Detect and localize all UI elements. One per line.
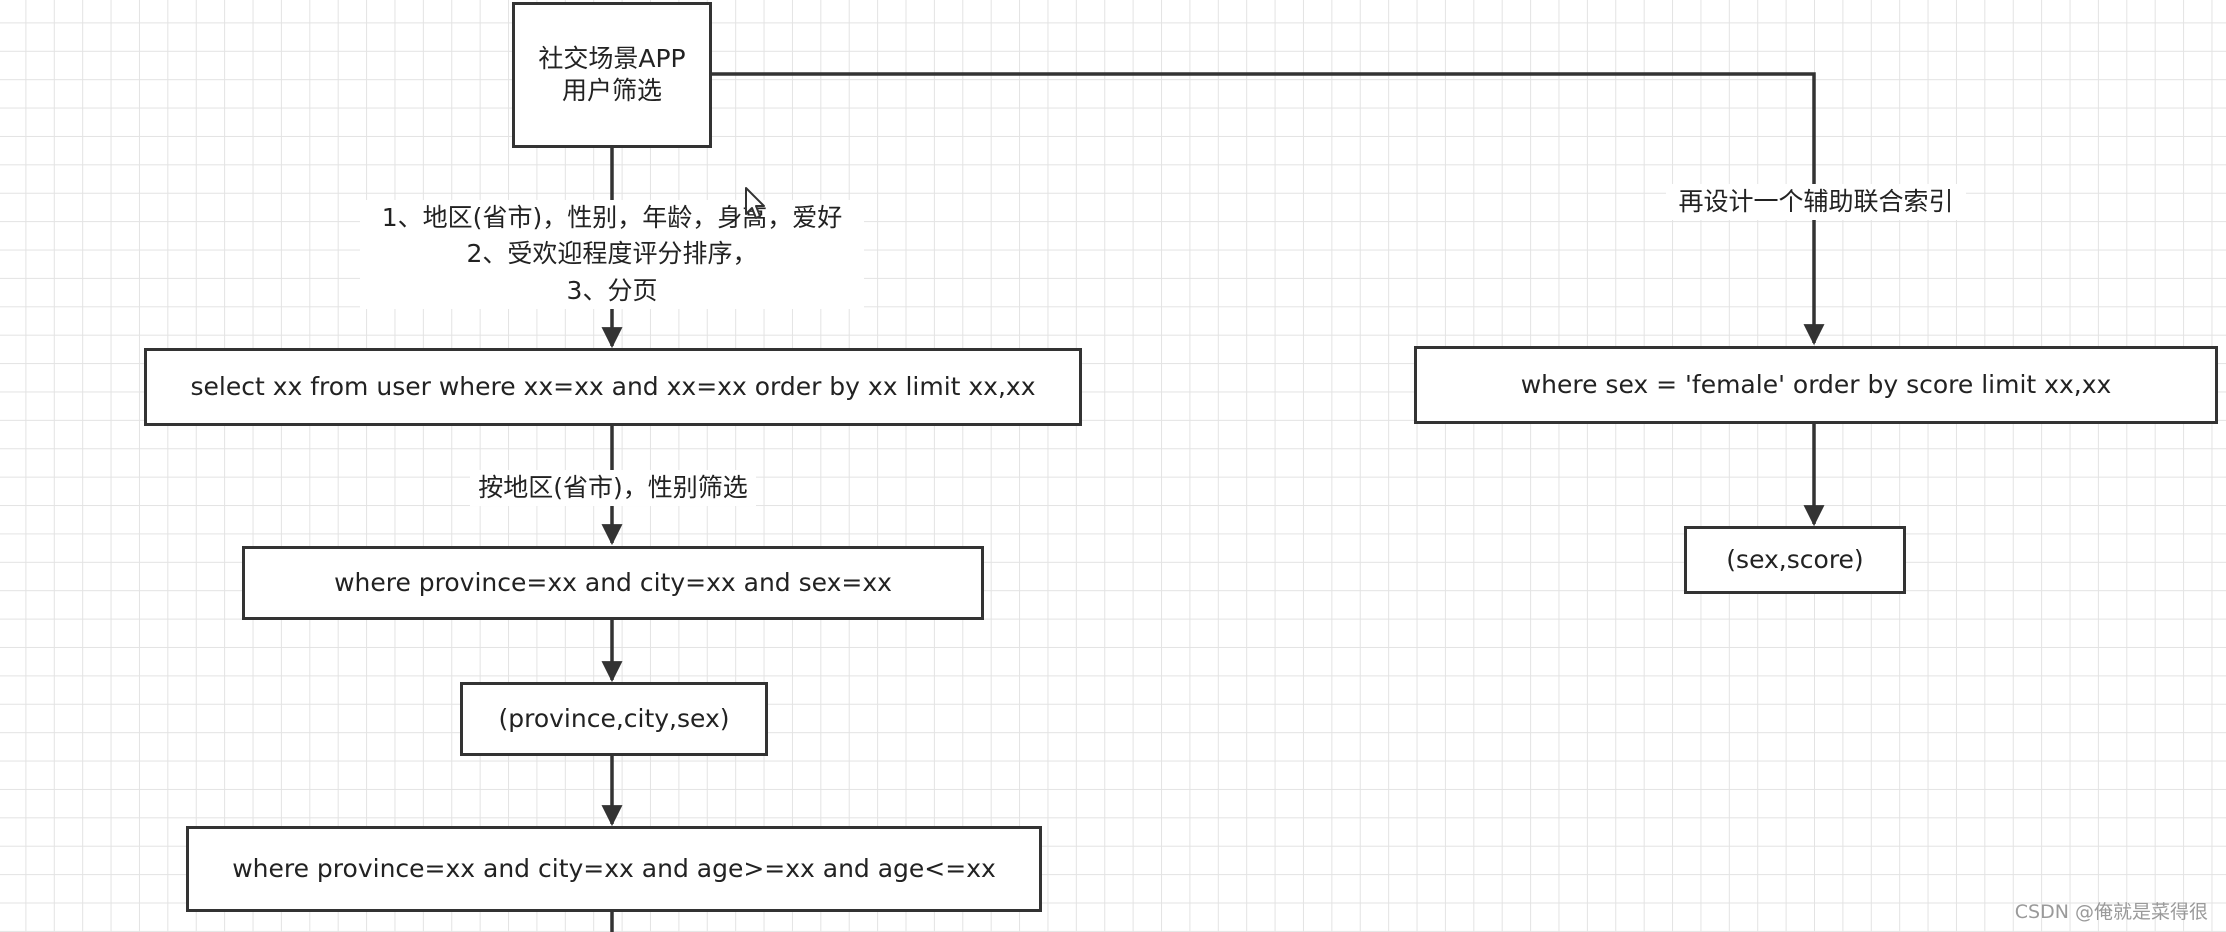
filter-region-sex-text: 按地区(省市)，性别筛选	[478, 473, 748, 502]
requirements-line-2: 2、受欢迎程度评分排序，	[466, 239, 758, 269]
index-score-text: (sex,score)	[1726, 544, 1864, 574]
aux-index-text: 再设计一个辅助联合索引	[1678, 187, 1954, 216]
where-region-text: where province=xx and city=xx and sex=xx	[334, 567, 892, 597]
index-score-node: (sex,score)	[1684, 526, 1906, 594]
root-node: 社交场景APP 用户筛选	[512, 2, 712, 148]
mouse-pointer-icon	[745, 187, 765, 219]
where-age-node: where province=xx and city=xx and age>=x…	[186, 826, 1042, 912]
filter-region-sex-label: 按地区(省市)，性别筛选	[470, 470, 756, 507]
root-node-title: 社交场景APP	[538, 43, 686, 73]
where-region-node: where province=xx and city=xx and sex=xx	[242, 546, 984, 620]
sql-query-text: select xx from user where xx=xx and xx=x…	[190, 371, 1036, 401]
watermark-text: CSDN @俺就是菜得很	[2014, 901, 2208, 923]
requirements-line-1: 1、地区(省市)，性别，年龄，身高，爱好	[381, 203, 843, 232]
sql-query-node: select xx from user where xx=xx and xx=x…	[144, 348, 1082, 426]
edge-root-to-where-female	[712, 72, 1825, 346]
aux-index-label: 再设计一个辅助联合索引	[1666, 184, 1966, 221]
index-region-node: (province,city,sex)	[460, 682, 768, 756]
requirements-line-3: 3、分页	[566, 275, 658, 305]
root-node-subtitle: 用户筛选	[561, 76, 662, 105]
requirements-label: 1、地区(省市)，性别，年龄，身高，爱好 2、受欢迎程度评分排序， 3、分页	[360, 200, 864, 309]
where-female-node: where sex = 'female' order by score limi…	[1414, 346, 2218, 424]
where-female-text: where sex = 'female' order by score limi…	[1520, 369, 2112, 399]
where-age-text: where province=xx and city=xx and age>=x…	[232, 853, 996, 883]
index-region-text: (province,city,sex)	[498, 703, 730, 733]
